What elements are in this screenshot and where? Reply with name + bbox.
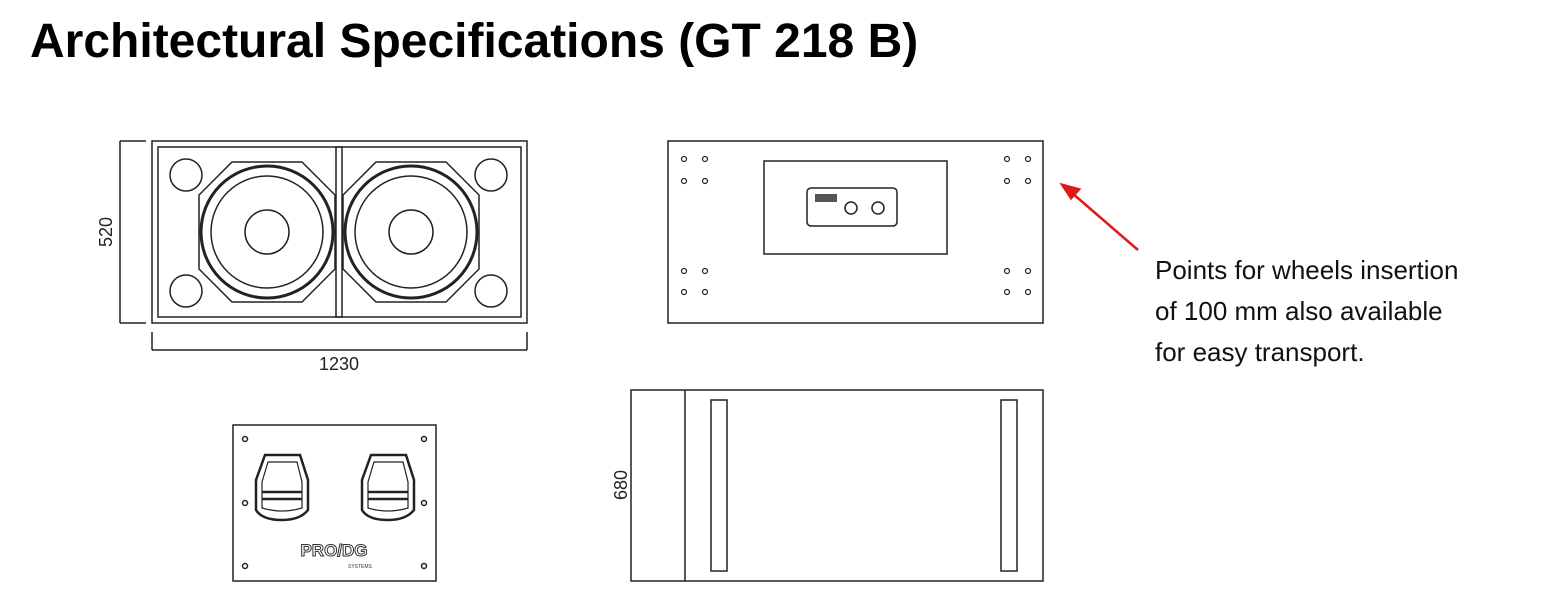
handle-icon bbox=[254, 453, 310, 522]
svg-text:SYSTEMS: SYSTEMS bbox=[348, 564, 373, 570]
width-dimension: 1230 bbox=[319, 354, 359, 374]
front-view: 520 1230 bbox=[96, 140, 528, 374]
rear-view bbox=[667, 140, 1044, 324]
bottom-view: 680 bbox=[611, 389, 1044, 582]
brand-logo: PRO/DG SYSTEMS bbox=[300, 541, 373, 571]
connector-plate bbox=[806, 187, 898, 227]
note-line: Points for wheels insertion bbox=[1155, 255, 1459, 285]
red-arrow-icon bbox=[1059, 182, 1139, 251]
svg-text:PRO/DG: PRO/DG bbox=[300, 541, 367, 560]
page-title: Architectural Specifications (GT 218 B) bbox=[30, 15, 919, 68]
woofer-right bbox=[342, 161, 480, 303]
height-dimension: 520 bbox=[96, 217, 116, 247]
woofer-left bbox=[198, 161, 336, 303]
wheels-note: Points for wheels insertion of 100 mm al… bbox=[1155, 250, 1458, 373]
note-line: for easy transport. bbox=[1155, 337, 1365, 367]
depth-dimension: 680 bbox=[611, 470, 631, 500]
wheel-insertion-points bbox=[680, 155, 1032, 296]
handle-icon bbox=[360, 453, 416, 522]
side-view: PRO/DG SYSTEMS bbox=[232, 424, 437, 582]
note-line: of 100 mm also available bbox=[1155, 296, 1443, 326]
